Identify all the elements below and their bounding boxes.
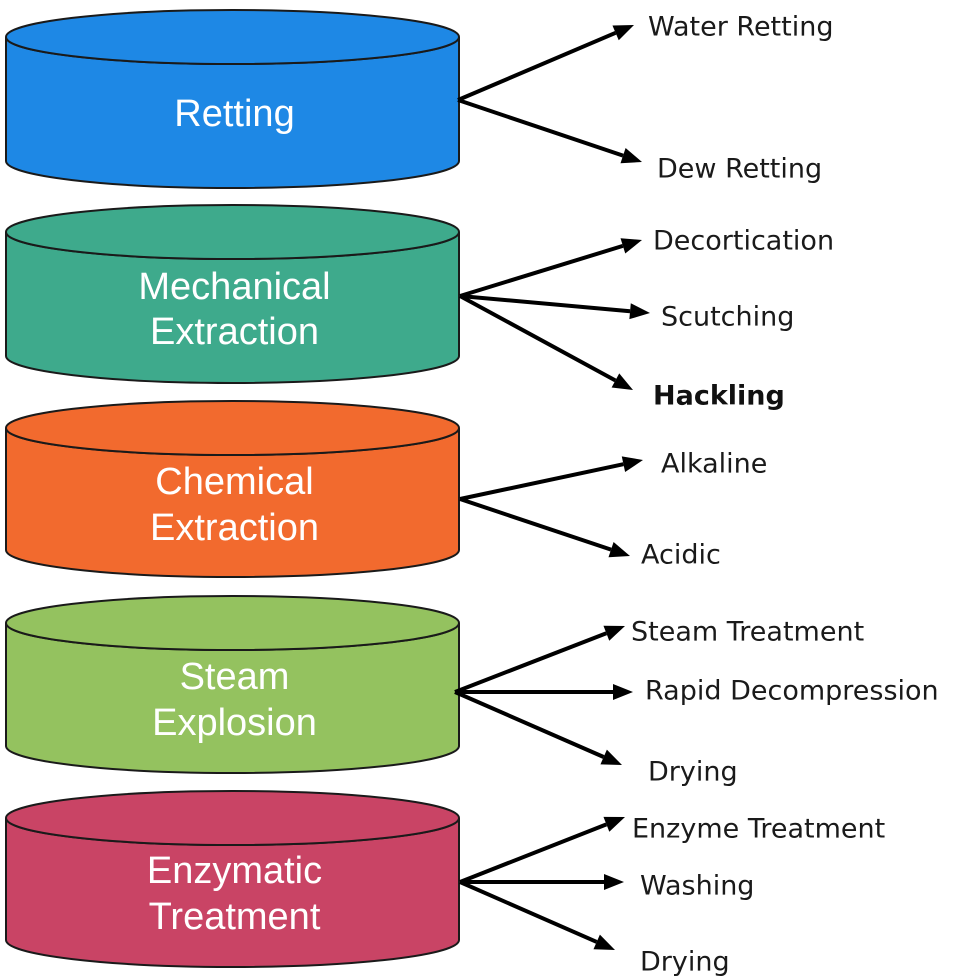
- stage-label: Mechanical: [138, 266, 330, 308]
- arrow: [459, 456, 643, 501]
- arrow-shaft: [454, 690, 605, 759]
- stage-label: Retting: [174, 93, 294, 135]
- stage-label: Treatment: [149, 896, 321, 938]
- arrow: [455, 684, 633, 700]
- arrow-head-icon: [612, 25, 634, 41]
- arrow: [460, 874, 624, 890]
- arrow-head-icon: [621, 456, 643, 472]
- output-label: Water Retting: [648, 12, 833, 43]
- output-label: Hackling: [653, 381, 785, 412]
- arrow-head-icon: [608, 542, 630, 558]
- stage-label: Extraction: [150, 311, 319, 353]
- arrow: [459, 816, 625, 884]
- stage-label: Steam: [180, 656, 290, 698]
- output-label: Scutching: [661, 302, 794, 333]
- output-label: Dew Retting: [657, 154, 822, 185]
- arrow-shaft: [459, 880, 598, 944]
- arrow: [459, 497, 630, 558]
- arrow: [457, 25, 634, 102]
- cylinder-top: [5, 790, 460, 846]
- output-label: Enzyme Treatment: [632, 814, 885, 845]
- arrow-head-icon: [604, 874, 624, 890]
- arrow: [459, 880, 615, 950]
- arrow: [459, 294, 650, 320]
- output-label: Acidic: [641, 540, 721, 571]
- arrow-shaft: [459, 243, 624, 298]
- cylinder-top: [5, 595, 460, 651]
- arrow-shaft: [459, 294, 617, 383]
- arrow-head-icon: [620, 238, 642, 254]
- arrow: [459, 294, 633, 390]
- arrow-shaft: [459, 822, 608, 884]
- cylinder-top: [5, 400, 460, 456]
- output-label: Rapid Decompression: [645, 676, 939, 707]
- cylinder-top: [5, 204, 460, 260]
- arrow-head-icon: [600, 749, 622, 765]
- arrow: [459, 238, 642, 298]
- output-label: Washing: [640, 871, 754, 902]
- arrow-head-icon: [613, 684, 633, 700]
- arrow-shaft: [457, 98, 624, 158]
- output-label: Steam Treatment: [631, 617, 864, 648]
- arrow-head-icon: [620, 148, 642, 164]
- output-label: Drying: [640, 947, 730, 977]
- arrow-head-icon: [593, 934, 615, 950]
- arrow-shaft: [459, 294, 631, 314]
- stage-label: Explosion: [152, 702, 317, 744]
- stage-label: Extraction: [150, 507, 319, 549]
- arrow-head-icon: [629, 303, 650, 320]
- arrow-head-icon: [611, 373, 633, 390]
- arrow: [457, 98, 642, 164]
- output-label: Drying: [648, 757, 738, 788]
- stage-label: Chemical: [155, 461, 313, 503]
- arrow: [454, 690, 622, 765]
- arrow-shaft: [454, 631, 608, 694]
- stage-label: Enzymatic: [147, 850, 322, 892]
- output-label: Decortication: [653, 226, 834, 257]
- arrow: [454, 625, 625, 694]
- arrow-head-icon: [603, 816, 625, 832]
- output-label: Alkaline: [661, 449, 767, 480]
- arrow-shaft: [457, 31, 617, 102]
- arrow-head-icon: [603, 625, 625, 641]
- arrow-shaft: [459, 462, 624, 501]
- cylinder-top: [5, 9, 460, 65]
- arrow-shaft: [459, 497, 612, 552]
